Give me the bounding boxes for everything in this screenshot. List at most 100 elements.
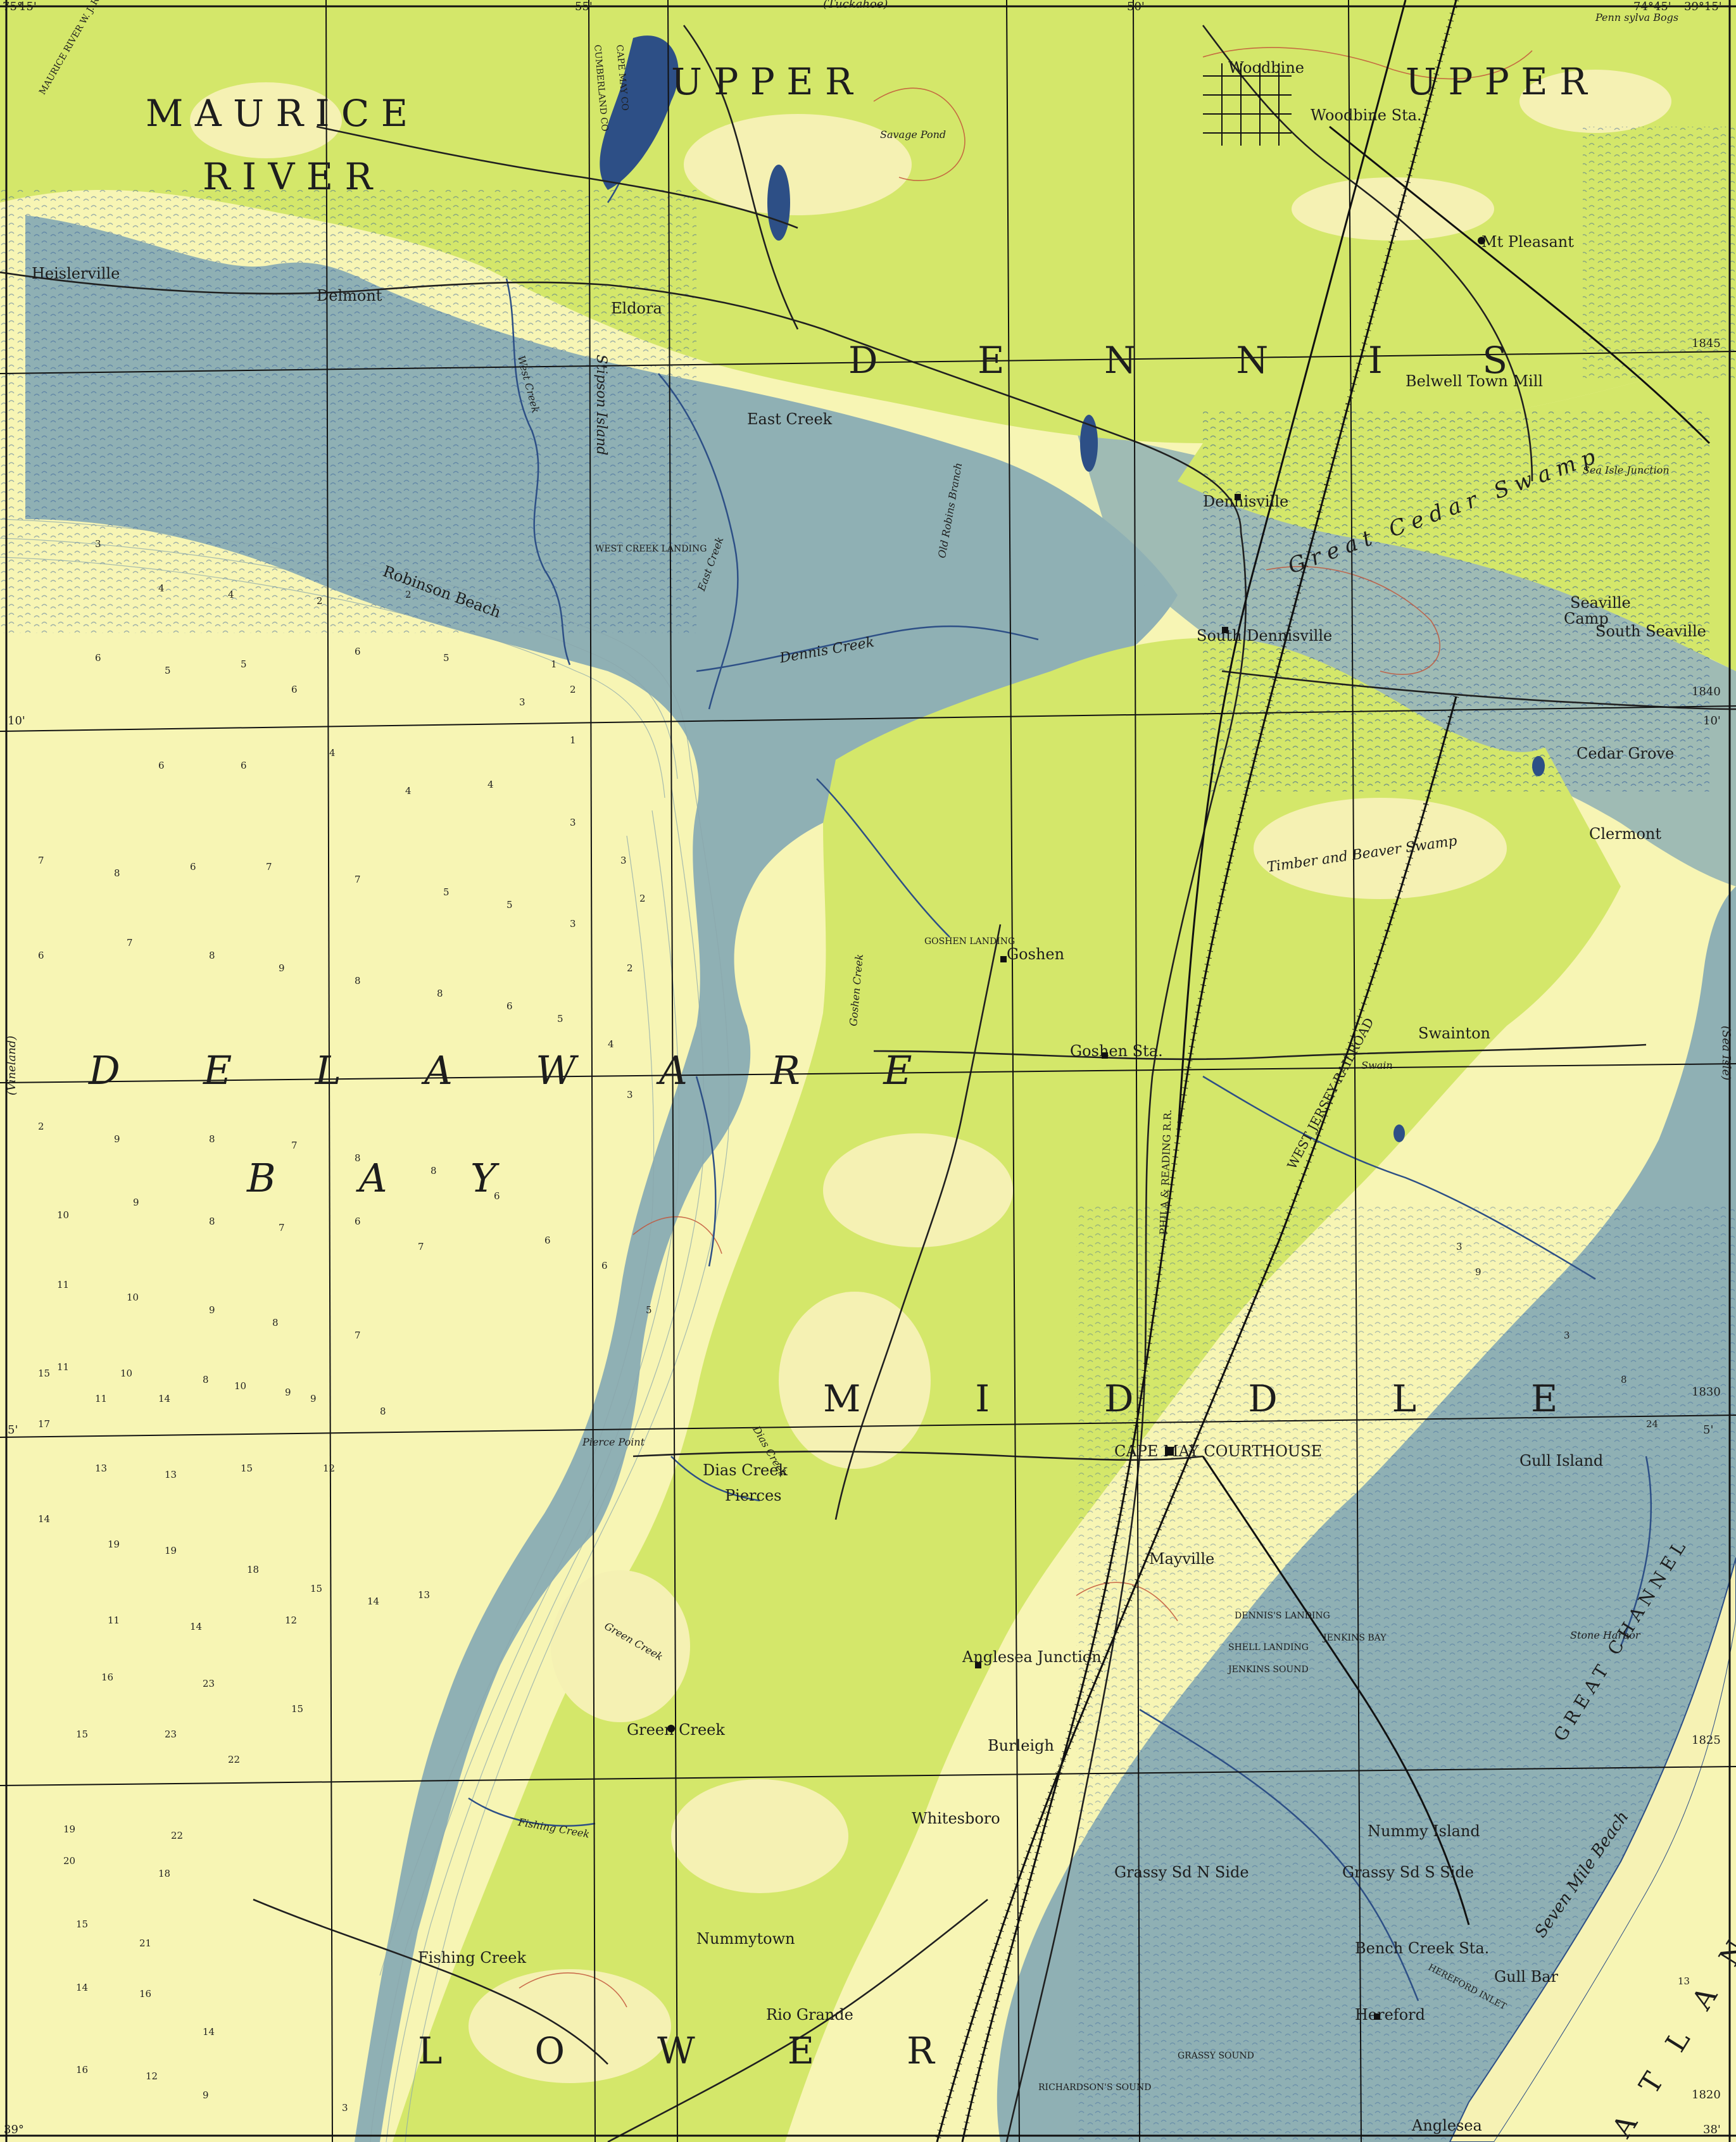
depth-sounding: 6	[355, 1216, 361, 1227]
depth-sounding: 22	[171, 1830, 184, 1841]
depth-sounding: 6	[506, 1000, 513, 1012]
depth-sounding: 14	[367, 1596, 380, 1607]
depth-sounding: 5	[557, 1013, 563, 1024]
depth-sounding: 6	[601, 1260, 608, 1271]
depth-sounding: 23	[165, 1729, 177, 1740]
depth-sounding: 7	[266, 861, 272, 873]
depth-sounding: 4	[329, 747, 336, 759]
town-label: Nummytown	[696, 1930, 795, 1948]
depth-sounding: 5	[646, 1304, 652, 1316]
town-label: Gull Island	[1519, 1452, 1604, 1470]
depth-sounding: 15	[310, 1583, 323, 1594]
upland-north	[0, 0, 1736, 443]
roads	[0, 25, 1736, 2142]
grid-label-1820: 1820	[1692, 2088, 1721, 2101]
depth-sounding: 2	[627, 962, 633, 974]
depth-sounding: 4	[405, 785, 412, 797]
depth-sounding: 18	[158, 1868, 171, 1879]
depth-sounding: 2	[38, 1121, 44, 1132]
town-label: Seaville	[1570, 594, 1631, 612]
margin-label-top: (Tuckahoe)	[823, 0, 888, 11]
depth-sounding: 19	[63, 1824, 76, 1835]
depth-sounding: 14	[76, 1982, 89, 1993]
depth-sounding: 8	[431, 1165, 437, 1176]
water-label: GOSHEN LANDING	[924, 936, 1016, 947]
town-label: Cedar Grove	[1576, 745, 1675, 762]
depth-sounding: 9	[1475, 1266, 1481, 1278]
depth-sounding: 2	[570, 684, 576, 695]
town-label: South Seaville	[1595, 622, 1706, 640]
region-river: R I V E R	[203, 155, 373, 198]
depth-sounding: 5	[165, 665, 171, 676]
coord-tr: 74°45'	[1633, 0, 1671, 13]
grid-label-1840: 1840	[1692, 685, 1721, 698]
town-label: Goshen Sta.	[1070, 1042, 1163, 1060]
depth-sounding: 9	[279, 962, 285, 974]
depth-sounding: 6	[95, 652, 101, 664]
depth-sounding: 5	[241, 658, 247, 670]
margin-label-right: (Sea Isle)	[1720, 1026, 1733, 1081]
depth-sounding: 8	[209, 1133, 215, 1145]
woodbine-grid	[1203, 63, 1292, 146]
depth-sounding: 12	[323, 1463, 336, 1474]
region-upper-right: U P P E R	[1406, 60, 1587, 103]
depth-sounding: 15	[38, 1368, 51, 1379]
depth-sounding: 12	[146, 2070, 158, 2082]
depth-sounding: 15	[241, 1463, 253, 1474]
coord-tl-lon: 75°	[3, 0, 23, 13]
depth-sounding: 14	[190, 1621, 203, 1632]
depth-sounding: 7	[291, 1140, 298, 1151]
town-label: Woodbine Sta.	[1311, 106, 1422, 124]
coord-br: 38'	[1703, 2123, 1721, 2136]
depth-sounding: 2	[639, 893, 646, 904]
depth-sounding: 9	[133, 1197, 139, 1208]
town-label: Mt Pleasant	[1481, 233, 1574, 251]
depth-sounding: 4	[608, 1038, 614, 1050]
depth-sounding: 24	[1646, 1418, 1659, 1430]
depth-sounding: 3	[519, 696, 525, 708]
depth-sounding: 15	[76, 1729, 89, 1740]
town-label: Rio Grande	[766, 2006, 853, 2024]
water-label: GRASSY SOUND	[1178, 2051, 1254, 2061]
depth-sounding: 8	[355, 1152, 361, 1164]
town-label: Sea Isle Junction	[1583, 464, 1670, 476]
contour-lines	[519, 47, 1533, 2008]
depth-sounding: 8	[1621, 1374, 1627, 1385]
town-label: Dennisville	[1203, 493, 1289, 510]
depth-sounding: 9	[310, 1393, 317, 1404]
town-label: Hereford	[1355, 2006, 1425, 2024]
depth-sounding: 8	[380, 1406, 386, 1417]
depth-sounding: 6	[291, 684, 298, 695]
grid-label-1845: 1845	[1692, 337, 1721, 350]
water-label: JENKINS BAY	[1323, 1633, 1387, 1643]
depth-sounding: 3	[1564, 1330, 1570, 1341]
water-label: Stipson Island	[593, 355, 609, 456]
water-label: SHELL LANDING	[1228, 1642, 1309, 1653]
town-label: Eldora	[611, 299, 662, 317]
grid-label-1825: 1825	[1692, 1734, 1721, 1747]
coord-right-5: 5'	[1703, 1423, 1714, 1437]
depth-sounding: 13	[95, 1463, 108, 1474]
region-upper-left: U P P E R	[671, 60, 853, 103]
water-label: JENKINS SOUND	[1228, 1665, 1309, 1675]
town-label: Delmont	[317, 287, 382, 305]
town-label: Pierce Point	[582, 1436, 645, 1448]
depth-sounding: 15	[76, 1918, 89, 1930]
depth-sounding: 6	[241, 760, 247, 771]
depth-sounding: 3	[342, 2102, 348, 2114]
town-label: Goshen	[1007, 945, 1065, 963]
depth-sounding: 4	[158, 583, 165, 594]
depth-sounding: 13	[418, 1589, 431, 1601]
depth-sounding: 7	[127, 937, 133, 948]
depth-sounding: 1	[570, 734, 576, 746]
town-label: Swain	[1361, 1059, 1393, 1071]
depth-sounding: 6	[544, 1235, 551, 1246]
water-label: WEST CREEK LANDING	[595, 544, 707, 554]
coord-left-10: 10'	[8, 714, 25, 728]
town-label: Fishing Creek	[418, 1949, 527, 1967]
depth-sounding: 11	[57, 1361, 70, 1373]
depth-sounding: 5	[506, 899, 513, 910]
town-label: Grassy Sd N Side	[1114, 1863, 1249, 1881]
town-label: Anglesea	[1412, 2117, 1482, 2134]
